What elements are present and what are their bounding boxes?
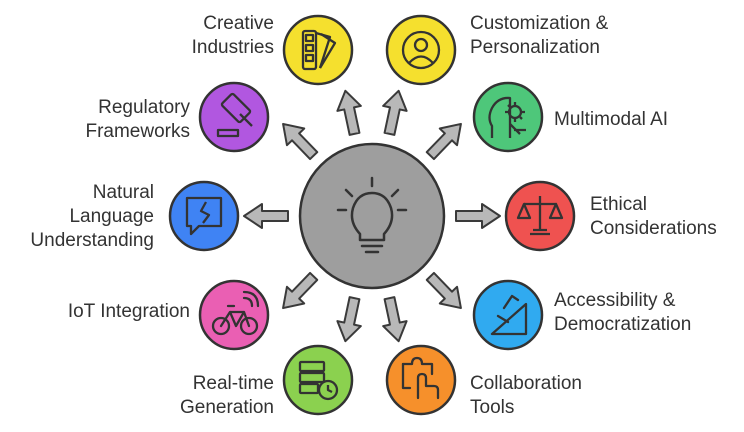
node-iot — [198, 279, 270, 351]
user-profile-icon — [401, 30, 441, 70]
label-regulatory: Regulatory Frameworks — [85, 97, 190, 142]
node-realtime — [282, 344, 354, 416]
arrow-creative — [332, 87, 368, 138]
label-ethical: Ethical Considerations — [590, 194, 717, 239]
label-collaboration: Collaboration Tools — [470, 373, 582, 418]
ai-head-gear-icon — [488, 96, 526, 138]
label-accessibility: Accessibility & Democratization — [554, 290, 692, 335]
arrow-ethical — [455, 203, 501, 229]
label-nlu: Natural Language Understanding — [30, 182, 154, 251]
arrow-regulatory — [273, 114, 324, 165]
node-multimodal — [472, 81, 544, 153]
label-customization: Customization & Personalization — [470, 13, 609, 58]
puzzle-hand-icon — [401, 356, 440, 400]
server-clock-icon — [298, 360, 339, 401]
arrow-collaboration — [376, 294, 412, 345]
node-accessibility — [472, 279, 544, 351]
gavel-icon — [216, 92, 253, 138]
arrow-accessibility — [420, 267, 471, 318]
hub — [298, 142, 446, 290]
arrow-multimodal — [420, 114, 471, 165]
node-customization — [385, 14, 457, 86]
arrow-iot — [273, 267, 324, 318]
node-ethical — [504, 180, 576, 252]
color-swatch-icon — [301, 29, 337, 71]
node-nlu — [168, 180, 240, 252]
node-creative-industries — [282, 14, 354, 86]
chat-bubble-icon — [185, 196, 223, 236]
arrow-nlu — [243, 203, 289, 229]
scales-icon — [516, 196, 564, 236]
arrow-customization — [376, 87, 412, 138]
connected-bike-icon — [211, 290, 260, 336]
ramp-access-icon — [490, 294, 528, 336]
lightbulb-icon — [336, 176, 408, 254]
label-realtime: Real-time Generation — [179, 373, 274, 418]
node-collaboration — [385, 344, 457, 416]
label-multimodal: Multimodal AI — [554, 109, 669, 130]
label-creative-industries: Creative Industries — [191, 13, 274, 58]
arrow-realtime — [332, 294, 368, 345]
node-regulatory — [198, 81, 270, 153]
label-iot: IoT Integration — [67, 301, 190, 322]
